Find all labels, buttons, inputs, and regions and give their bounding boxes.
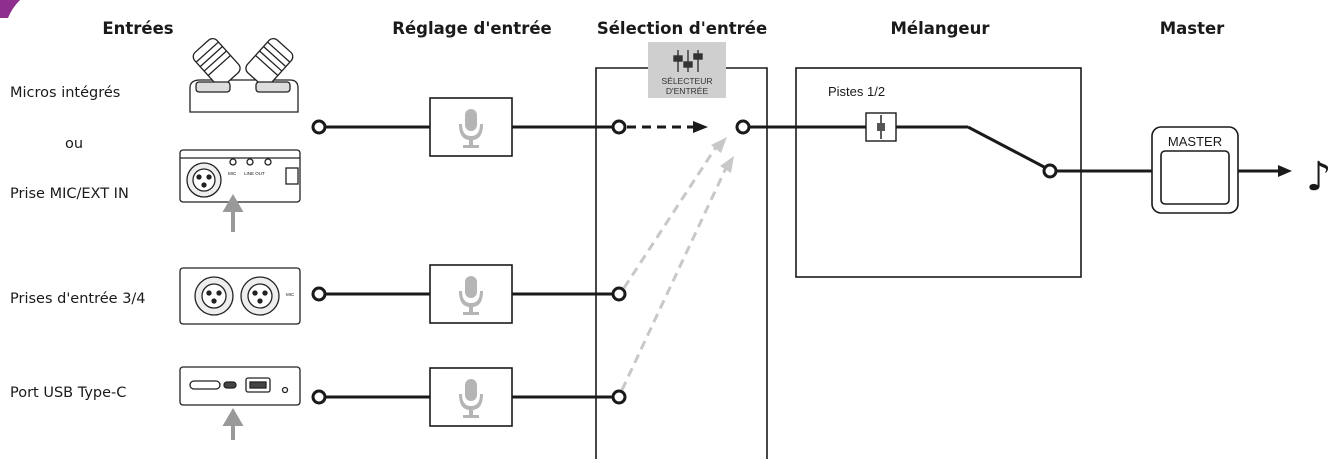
header-mixer: Mélangeur (890, 19, 990, 38)
fader-selector-icon (673, 50, 703, 72)
input-terminal-3 (311, 389, 327, 405)
header-input-setting: Réglage d'entrée (392, 19, 551, 38)
mixer-tracks-label: Pistes 1/2 (828, 84, 885, 99)
mixer-diagonal (967, 125, 1047, 170)
usb-c-arrow (222, 408, 244, 440)
selector-output-terminal (735, 119, 751, 135)
header-master: Master (1160, 19, 1225, 38)
mixer-output-terminal (1042, 163, 1058, 179)
microphone-icon (459, 109, 483, 148)
track-fader-icon (865, 112, 897, 142)
source-builtin-mics: Micros intégrés (10, 85, 120, 101)
inactive-route-3 (620, 167, 728, 391)
input-selector-plate: SÉLECTEUR D'ENTRÉE (648, 42, 726, 98)
master-block (1151, 126, 1239, 214)
header-inputs: Entrées (102, 19, 173, 38)
input-terminal-1 (311, 119, 327, 135)
microphone-icon (459, 379, 483, 418)
header-input-selection: Sélection d'entrée (597, 19, 767, 38)
selection-terminal-1 (611, 119, 627, 135)
mixer-box (795, 67, 1082, 278)
source-mic-ext-in: Prise MIC/EXT IN (10, 186, 129, 202)
input-setting-box-3 (429, 367, 513, 427)
inactive-route-2 (622, 146, 718, 289)
source-inputs-3-4: Prises d'entrée 3/4 (10, 291, 146, 307)
selection-terminal-3 (611, 389, 627, 405)
source-or: ou (65, 136, 83, 152)
master-box-label: MASTER (1168, 134, 1222, 149)
svg-text:LINE OUT: LINE OUT (244, 171, 265, 176)
selector-label-line2: D'ENTRÉE (666, 86, 709, 96)
input-setting-box-2 (429, 264, 513, 324)
input-setting-box-1 (429, 97, 513, 157)
master-output-arrowhead (1278, 165, 1292, 177)
selector-label-line1: SÉLECTEUR (661, 76, 712, 86)
svg-text:MIC: MIC (286, 292, 295, 297)
mic-ext-in-illustration: MIC LINE OUT (179, 149, 301, 203)
music-note-icon: ♪ (1306, 154, 1328, 200)
active-route-arrowhead (693, 121, 708, 133)
inactive-route-2-arrowhead (711, 137, 727, 153)
inactive-route-3-arrowhead (720, 156, 734, 173)
builtin-mics-illustration (189, 37, 299, 113)
source-usb-c: Port USB Type-C (10, 385, 126, 401)
input-terminal-2 (311, 286, 327, 302)
mic-ext-in-arrow (222, 194, 244, 232)
corner-accent (0, 0, 20, 18)
usb-c-illustration (179, 366, 301, 406)
microphone-icon (459, 276, 483, 315)
selection-terminal-2 (611, 286, 627, 302)
inputs-3-4-illustration: MIC (179, 267, 301, 325)
svg-text:MIC: MIC (228, 171, 237, 176)
